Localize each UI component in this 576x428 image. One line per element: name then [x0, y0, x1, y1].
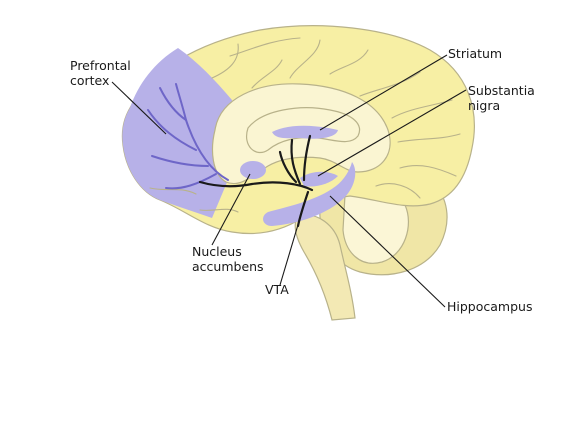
label-hippocampus: Hippocampus: [447, 299, 532, 314]
prefrontal-pathways: [147, 83, 229, 190]
hippocampus-region: [263, 162, 356, 226]
label-striatum: Striatum: [448, 46, 502, 61]
label-hippocampus-line1: Hippocampus: [447, 299, 532, 314]
nucleus-accumbens-region: [240, 161, 266, 179]
label-vta-line1: VTA: [265, 282, 289, 297]
label-nucleus-line2: accumbens: [192, 259, 264, 274]
label-nucleus-line1: Nucleus: [192, 244, 242, 259]
dopamine-pathways: [198, 134, 314, 228]
prefrontal-region: [122, 48, 232, 218]
leader-lines: [111, 54, 467, 308]
brainstem: [294, 214, 356, 321]
label-vta: VTA: [265, 282, 289, 297]
label-substantia-nigra: Substantia nigra: [468, 83, 539, 113]
label-prefrontal-line2: cortex: [70, 73, 109, 88]
label-substantia-line2: nigra: [468, 98, 500, 113]
label-substantia-line1: Substantia: [468, 83, 535, 98]
cortex-folds: [149, 37, 461, 213]
label-prefrontal-cortex: Prefrontal cortex: [70, 58, 135, 88]
label-nucleus-accumbens: Nucleus accumbens: [192, 244, 264, 274]
substantia-nigra-region: [300, 171, 338, 187]
label-striatum-line1: Striatum: [448, 46, 502, 61]
label-prefrontal-line1: Prefrontal: [70, 58, 131, 73]
